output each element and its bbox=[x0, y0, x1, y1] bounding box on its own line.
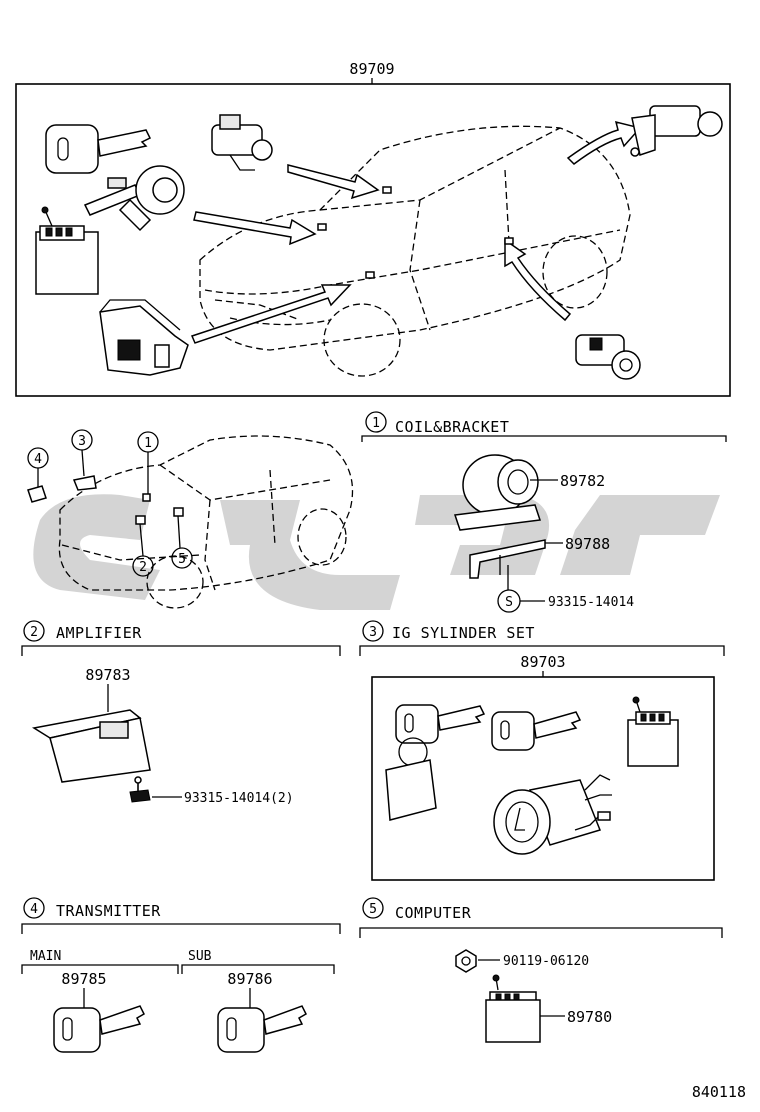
section5-title: COMPUTER bbox=[395, 904, 472, 922]
section-transmitter: 4 TRANSMITTER MAIN 89785 SUB 89786 bbox=[21, 897, 341, 1053]
nut-icon bbox=[455, 949, 477, 973]
computer-part-icon bbox=[485, 974, 541, 1043]
coil-icon bbox=[462, 454, 539, 516]
kit-part-number: 89709 bbox=[349, 60, 394, 78]
arrow-1 bbox=[287, 164, 380, 200]
kit-assembly: 89709 bbox=[15, 60, 731, 397]
svg-text:4: 4 bbox=[30, 902, 38, 917]
key-sub-icon bbox=[491, 711, 582, 751]
callout-2: 2 bbox=[132, 523, 154, 577]
arrow-3 bbox=[190, 284, 352, 344]
part-93315-14014-2: 93315-14014(2) bbox=[184, 791, 294, 806]
svg-text:1: 1 bbox=[144, 436, 152, 451]
callout-5: 5 bbox=[171, 515, 193, 569]
svg-text:2: 2 bbox=[30, 625, 38, 640]
svg-text:2: 2 bbox=[139, 560, 147, 575]
part-93315-14014: 93315-14014 bbox=[548, 595, 634, 610]
car-locator: 1 2 5 3 4 bbox=[27, 429, 354, 609]
section-amplifier: 2 AMPLIFIER 89783 93315-14014(2) bbox=[21, 620, 341, 806]
sub-label: SUB bbox=[188, 949, 212, 964]
svg-text:3: 3 bbox=[78, 434, 86, 449]
door-lock-cylinder-right-icon bbox=[575, 334, 641, 380]
amplifier-screw-icon bbox=[129, 776, 151, 803]
amplifier-part-icon bbox=[31, 709, 151, 783]
arrow-2 bbox=[193, 211, 317, 246]
computer-box-icon bbox=[35, 206, 99, 295]
section4-title: TRANSMITTER bbox=[56, 902, 161, 920]
trunk-lock-icon bbox=[630, 105, 723, 157]
svg-text:5: 5 bbox=[178, 552, 186, 567]
ignition-cylinder-part-icon bbox=[493, 774, 612, 855]
part-89788: 89788 bbox=[565, 535, 610, 553]
part-89703: 89703 bbox=[520, 653, 565, 671]
screw-symbol: S bbox=[505, 595, 513, 610]
part-89782: 89782 bbox=[560, 472, 605, 490]
main-label: MAIN bbox=[30, 949, 61, 964]
key-with-tag-icon bbox=[385, 704, 486, 821]
amplifier-icon bbox=[99, 299, 189, 376]
section2-title: AMPLIFIER bbox=[56, 624, 142, 642]
ig-set-box bbox=[371, 676, 715, 881]
watermark bbox=[33, 494, 720, 610]
section-coil-bracket: 1 COIL&BRACKET 89782 89788 S 93315-14014 bbox=[361, 411, 727, 613]
part-89783: 89783 bbox=[85, 666, 130, 684]
arrow-4 bbox=[566, 120, 642, 165]
ig-computer-icon bbox=[627, 696, 679, 767]
bracket-icon bbox=[453, 504, 546, 579]
section1-title: COIL&BRACKET bbox=[395, 418, 509, 436]
part-90119-06120: 90119-06120 bbox=[503, 954, 589, 969]
car-illustration-top bbox=[199, 125, 631, 377]
section3-title: IG SYLINDER SET bbox=[392, 624, 535, 642]
arrow-5 bbox=[504, 238, 572, 322]
callout-1: 1 bbox=[137, 431, 159, 494]
callout-3: 3 bbox=[71, 429, 97, 491]
section-ig-cylinder: 3 IG SYLINDER SET 89703 bbox=[359, 620, 725, 881]
section-computer: 5 COMPUTER 90119-06120 89780 bbox=[359, 897, 723, 1043]
callout-4: 4 bbox=[27, 447, 49, 503]
door-lock-cylinder-icon bbox=[211, 114, 273, 171]
part-89785: 89785 bbox=[61, 970, 106, 988]
svg-text:1: 1 bbox=[372, 416, 380, 431]
sub-transmitter-key-icon bbox=[217, 1005, 307, 1053]
kit-box bbox=[15, 83, 731, 397]
svg-text:5: 5 bbox=[369, 902, 377, 917]
part-89780: 89780 bbox=[567, 1008, 612, 1026]
svg-text:3: 3 bbox=[369, 625, 377, 640]
diagram-number: 840118 bbox=[692, 1083, 746, 1101]
part-89786: 89786 bbox=[227, 970, 272, 988]
svg-text:4: 4 bbox=[34, 452, 42, 467]
key-icon bbox=[45, 124, 152, 174]
ignition-cylinder-icon bbox=[83, 165, 185, 232]
main-transmitter-key-icon bbox=[53, 1005, 145, 1053]
